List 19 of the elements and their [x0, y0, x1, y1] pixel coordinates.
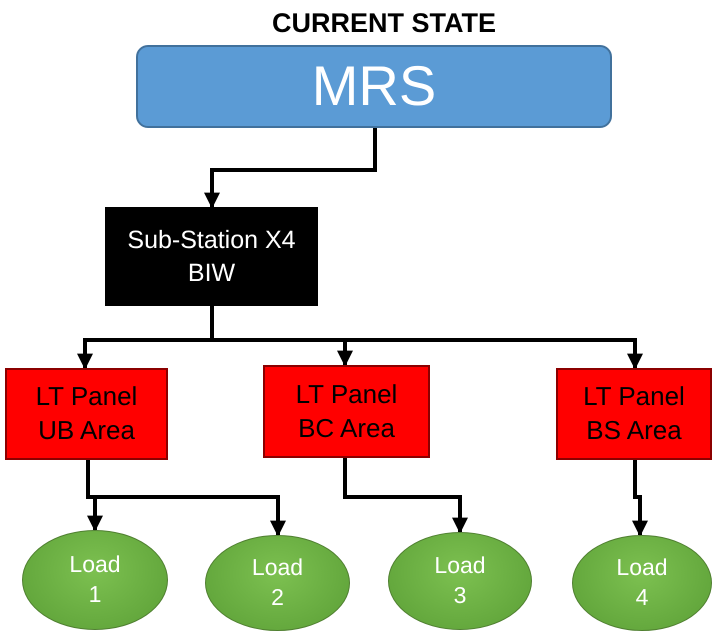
- node-label: Load 2: [250, 553, 304, 612]
- node-label: Load 1: [68, 550, 122, 609]
- node-label: LT Panel UB Area: [34, 380, 138, 447]
- substation-box: [105, 207, 318, 306]
- arrow: [86, 460, 286, 537]
- node-label: Load 4: [615, 553, 669, 612]
- panel-box: [5, 368, 168, 460]
- panel-box: [263, 365, 430, 458]
- node-label: Load 3: [433, 551, 487, 610]
- arrow: [204, 128, 377, 209]
- panel-box: [556, 368, 712, 460]
- node-label: LT Panel BC Area: [294, 378, 398, 444]
- node-label: Sub-Station X4 BIW: [126, 225, 297, 288]
- node-label: MRS: [312, 53, 436, 120]
- title: CURRENT STATE: [271, 8, 497, 39]
- arrow: [343, 458, 468, 534]
- arrow: [632, 460, 648, 537]
- source-box: [136, 45, 612, 128]
- node-label: LT Panel BS Area: [582, 380, 686, 447]
